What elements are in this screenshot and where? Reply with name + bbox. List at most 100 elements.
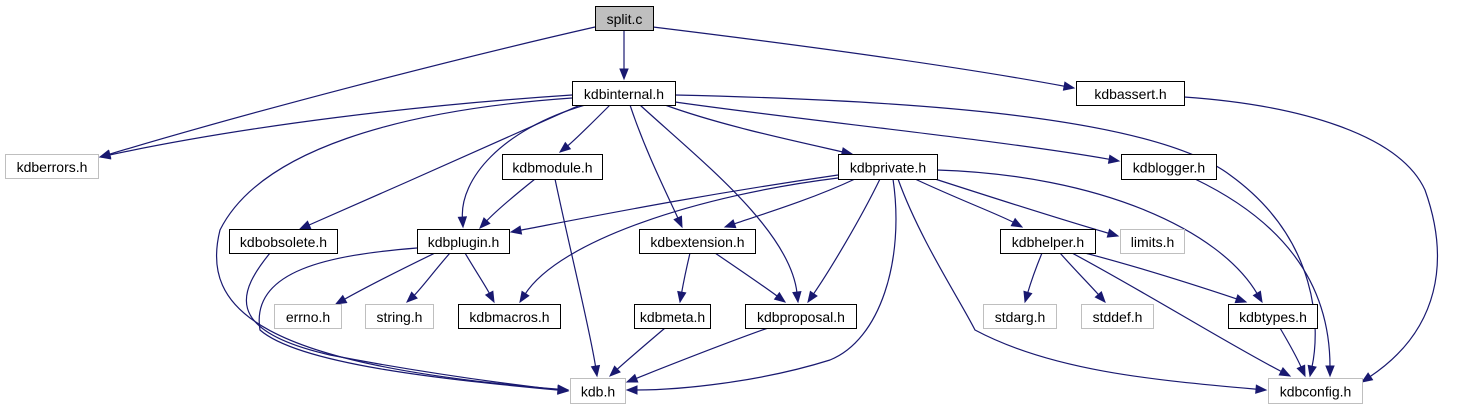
edge-line	[519, 174, 839, 231]
arrowhead-icon	[807, 290, 818, 304]
arrowhead-icon	[1360, 372, 1374, 383]
node-box	[572, 81, 676, 106]
node-kdbhelper-h[interactable]: kdbhelper.h	[1000, 229, 1096, 254]
node-box	[274, 304, 342, 329]
arrowhead-icon	[1278, 366, 1292, 377]
node-kdblogger-h[interactable]: kdblogger.h	[1121, 154, 1217, 180]
node-kdbmeta-h[interactable]: kdbmeta.h	[634, 304, 711, 329]
node-kdbextension-h[interactable]: kdbextension.h	[639, 229, 756, 254]
node-kdbmacros-h[interactable]: kdbmacros.h	[458, 304, 561, 329]
node-label: kdbtypes.h	[1239, 309, 1307, 325]
edge-line	[897, 178, 1258, 390]
edge-line	[664, 104, 844, 153]
node-label: kdbextension.h	[650, 234, 744, 250]
edge-line	[635, 178, 897, 391]
edge-line	[461, 104, 586, 219]
edge-line	[1026, 252, 1043, 294]
node-box	[1268, 378, 1363, 404]
edge-kdbinternal-h-to-kdbmodule-h	[558, 104, 611, 153]
edge-kdbprivate-h-to-kdbextension-h	[723, 178, 856, 229]
edge-line	[1071, 252, 1283, 373]
arrowhead-icon	[1010, 217, 1024, 228]
edge-line	[733, 178, 856, 225]
arrowhead-icon	[298, 220, 312, 230]
node-label: kdbhelper.h	[1012, 234, 1084, 250]
arrowhead-icon	[792, 291, 802, 304]
edge-kdbinternal-h-to-kdberrors-h	[98, 94, 573, 160]
arrowhead-icon	[1252, 290, 1263, 304]
node-errno-h: errno.h	[274, 304, 342, 329]
edge-kdbhelper-h-to-kdbtypes-h	[1084, 252, 1248, 304]
node-label: kdblogger.h	[1133, 160, 1205, 176]
edge-line	[108, 94, 573, 156]
node-kdbprivate-h[interactable]: kdbprivate.h	[838, 154, 938, 180]
node-kdbconfig-h: kdbconfig.h	[1268, 378, 1363, 404]
arrowhead-icon	[609, 365, 621, 377]
edge-kdbmodule-h-to-kdbplugin-h	[479, 178, 536, 229]
arrowhead-icon	[484, 290, 495, 304]
edge-kdbproposal-h-to-kdb-h	[625, 327, 769, 383]
node-box	[1076, 81, 1185, 106]
node-kdbtypes-h[interactable]: kdbtypes.h	[1228, 304, 1318, 329]
node-label: kdbproposal.h	[757, 309, 845, 325]
edge-kdbprivate-h-to-kdbhelper-h	[914, 178, 1024, 228]
node-box	[502, 154, 603, 180]
edge-kdbprivate-h-to-kdbplugin-h	[509, 174, 839, 235]
edge-kdbplugin-h-to-string-h	[406, 252, 451, 303]
arrowhead-icon	[519, 290, 530, 304]
node-label: string.h	[377, 309, 423, 325]
node-kdbproposal-h[interactable]: kdbproposal.h	[745, 304, 857, 329]
edge-line	[464, 252, 491, 295]
node-box	[229, 229, 338, 254]
edge-kdbhelper-h-to-stddef-h	[1059, 252, 1106, 304]
arrowhead-icon	[1094, 290, 1106, 304]
arrowhead-icon	[1023, 290, 1033, 304]
node-kdbassert-h[interactable]: kdbassert.h	[1076, 81, 1185, 106]
node-kdbplugin-h[interactable]: kdbplugin.h	[417, 229, 510, 254]
edge-kdbextension-h-to-kdbmeta-h	[677, 252, 691, 304]
node-box	[745, 304, 857, 329]
arrowhead-icon	[457, 216, 468, 229]
edge-line	[616, 327, 666, 371]
edge-line	[566, 104, 611, 147]
node-label: errno.h	[286, 309, 330, 325]
arrowhead-icon	[1255, 384, 1268, 394]
node-label: limits.h	[1131, 234, 1175, 250]
arrowhead-icon	[406, 291, 418, 303]
arrowhead-icon	[673, 215, 683, 229]
arrowhead-icon	[723, 219, 737, 229]
node-label: split.c	[607, 11, 643, 27]
node-label: kdbmodule.h	[512, 160, 592, 176]
node-label: kdbobsolete.h	[240, 234, 327, 250]
arrowhead-icon	[619, 68, 629, 81]
edge-line	[936, 169, 1258, 295]
node-label: kdberrors.h	[17, 159, 88, 175]
edge-kdbmodule-h-to-kdb-h	[554, 178, 601, 378]
node-label: kdb.h	[581, 384, 615, 400]
edge-line	[1194, 178, 1331, 368]
node-split-c[interactable]: split.c	[595, 6, 654, 31]
edge-kdbextension-h-to-kdbproposal-h	[714, 252, 787, 303]
node-label: kdbmacros.h	[469, 309, 549, 325]
arrowhead-icon	[590, 364, 601, 378]
node-kdbobsolete-h[interactable]: kdbobsolete.h	[229, 229, 338, 254]
edge-line	[812, 178, 881, 295]
edge-line	[914, 178, 1015, 224]
edge-kdbprivate-h-to-kdbconfig-h	[897, 178, 1268, 394]
node-label: kdbmeta.h	[640, 309, 705, 325]
edge-kdbhelper-h-to-kdbconfig-h	[1071, 252, 1292, 377]
edge-line	[1059, 252, 1100, 296]
edge-kdbprivate-h-to-kdbmacros-h	[519, 177, 839, 304]
edge-line	[1084, 252, 1238, 300]
node-box	[5, 154, 99, 179]
node-kdbmodule-h[interactable]: kdbmodule.h	[502, 154, 603, 180]
edge-kdbprivate-h-to-kdbtypes-h	[936, 169, 1263, 304]
edge-kdbinternal-h-to-kdblogger-h	[674, 101, 1121, 164]
edge-line	[934, 178, 1110, 235]
edge-line	[307, 104, 581, 226]
node-kdbinternal-h[interactable]: kdbinternal.h	[572, 81, 676, 106]
node-box	[634, 304, 711, 329]
edge-split-c-to-kdbinternal-h	[619, 29, 629, 81]
arrowhead-icon	[625, 385, 638, 395]
edge-kdbinternal-h-to-kdbproposal-h	[639, 104, 802, 304]
